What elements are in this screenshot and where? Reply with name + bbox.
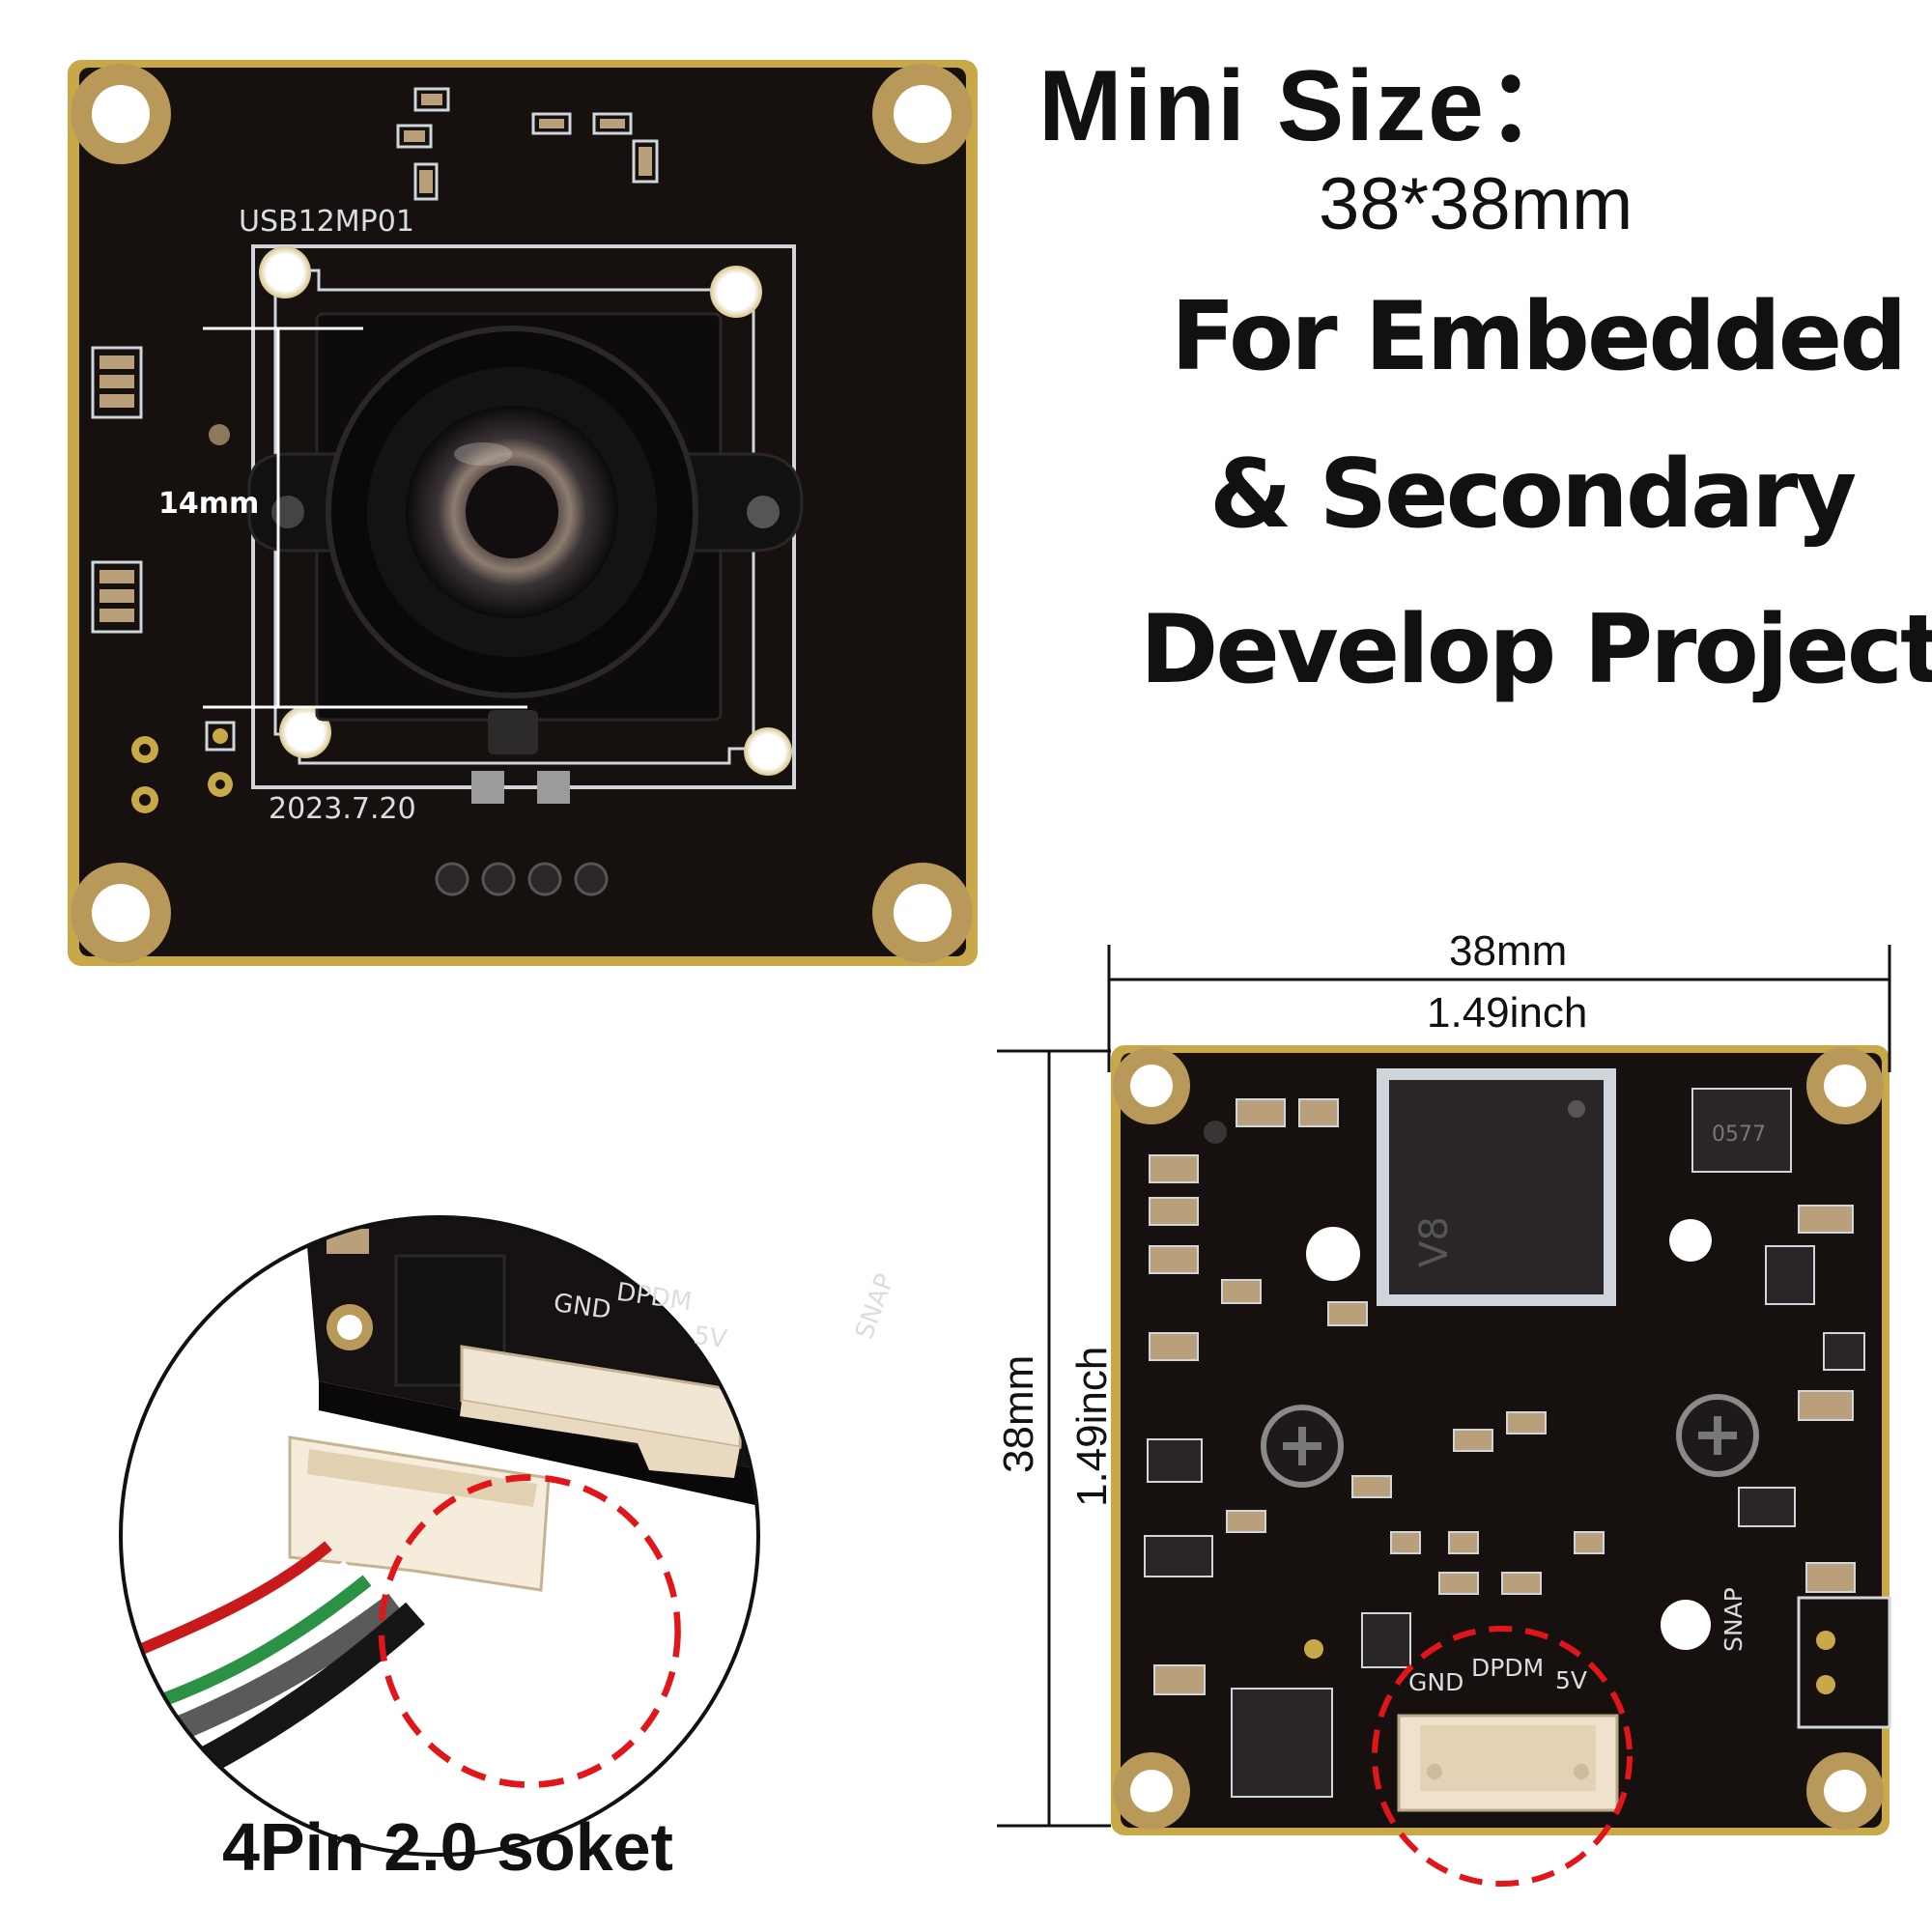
mount-hole-b-tl [1113, 1047, 1190, 1124]
screw-left [1261, 1405, 1344, 1488]
height-inch-label: 1.49inch [1068, 1346, 1116, 1507]
mount-hole-br [872, 863, 973, 963]
closeup-pin-5v: 5V [692, 1321, 729, 1355]
mount-hole-b-br [1806, 1752, 1884, 1830]
mount-hole-tr [872, 64, 973, 164]
mount-hole-tl [71, 64, 171, 164]
closeup-circle [119, 1215, 760, 1857]
width-inch-label: 1.49inch [1427, 989, 1588, 1037]
pin-label-5v: 5V [1555, 1666, 1588, 1694]
mount-hole-bl [71, 863, 171, 963]
bottom-board [1111, 1045, 1891, 1887]
connector-highlight [1372, 1626, 1633, 1887]
dimension-lines [997, 945, 1891, 1828]
board-connector [1397, 1714, 1619, 1812]
lens-dimension-marker [203, 327, 527, 709]
secondary-chip-label: 0577 [1712, 1122, 1766, 1147]
screw-right [1676, 1394, 1759, 1477]
height-mm-label: 38mm [995, 1354, 1042, 1473]
headline-size: 38*38mm [1319, 163, 1634, 245]
main-chip-label: V8 [1412, 1216, 1457, 1267]
width-mm-label: 38mm [1449, 927, 1568, 975]
top-board [68, 60, 978, 966]
headline-title: Mini Size： [1038, 50, 1588, 162]
snap-label: SNAP [1719, 1587, 1747, 1652]
headline-line-3: Develop Project [1140, 595, 1932, 705]
socket-caption: 4Pin 2.0 soket [222, 1809, 673, 1885]
pin-label-dpdm: DPDM [1471, 1654, 1545, 1682]
main-chip [1377, 1068, 1616, 1306]
mount-hole-b-tr [1806, 1047, 1884, 1124]
lens-module [247, 312, 804, 754]
board-model-label: USB12MP01 [239, 205, 414, 239]
lens-dimension-label: 14mm [158, 487, 260, 521]
mount-hole-b-bl [1113, 1752, 1190, 1830]
test-pads [131, 721, 609, 896]
headline-line-2: & Secondary [1209, 440, 1857, 550]
board-date-label: 2023.7.20 [269, 792, 416, 826]
pin-label-gnd: GND [1408, 1668, 1464, 1696]
headline-line-1: For Embedded [1171, 282, 1907, 392]
